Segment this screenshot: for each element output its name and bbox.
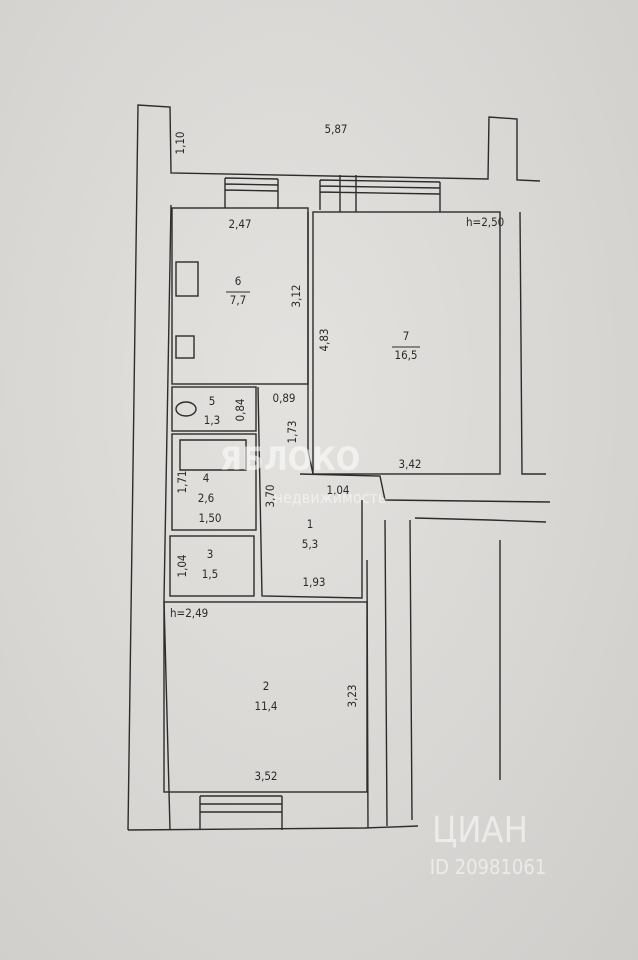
living-width: 3,42 [398, 457, 421, 471]
room-3-area: 1,5 [202, 567, 218, 581]
room-1-area: 5,3 [302, 537, 318, 551]
bath-length: 1,71 [175, 470, 189, 493]
corridor-length: 1,73 [285, 420, 299, 443]
balcony-depth: 1,10 [173, 131, 187, 154]
dimension-labels: 5,87 1,10 2,47 3,12 4,83 3,42 0,84 0,89 … [173, 122, 422, 783]
room-7-number: 7 [403, 329, 410, 343]
hall-length: 3,70 [263, 484, 277, 507]
ceiling-height-living: h=2,50 [466, 215, 504, 229]
balcony-width: 5,87 [324, 122, 347, 136]
room-6-number: 6 [235, 274, 242, 288]
kitchen-width: 2,47 [228, 217, 251, 231]
room-7-area: 16,5 [394, 348, 417, 362]
room-2-number: 2 [263, 679, 270, 693]
ceiling-height-bedroom: h=2,49 [170, 606, 208, 620]
agency-watermark-tagline: недвижимость [274, 488, 387, 507]
kitchen-length: 3,12 [289, 284, 303, 307]
bedroom-length: 3,23 [345, 684, 359, 707]
room-5-number: 5 [209, 394, 216, 408]
room-2-area: 11,4 [254, 699, 277, 713]
portal-watermark-name: ЦИАН [432, 810, 528, 851]
room-4-area: 2,6 [198, 491, 214, 505]
room-4-number: 4 [203, 471, 210, 485]
toilet-width: 0,84 [233, 398, 247, 421]
door-width: 1,04 [326, 483, 349, 497]
room-6-area: 7,7 [230, 293, 246, 307]
hall-width: 1,93 [302, 575, 325, 589]
portal-watermark-id: ID 20981061 [430, 855, 546, 879]
living-length: 4,83 [317, 328, 331, 351]
room-3-number: 3 [207, 547, 214, 561]
walls [127, 104, 551, 831]
agency-watermark-name: ЯБЛОКО [220, 440, 360, 478]
bath-width: 1,50 [198, 511, 221, 525]
corridor-width: 0,89 [272, 391, 295, 405]
room-1-number: 1 [307, 517, 314, 531]
room-5-area: 1,3 [204, 413, 220, 427]
room-labels: 6 7,7 7 16,5 5 1,3 4 2,6 1 5,3 3 1,5 2 1… [198, 274, 420, 713]
bedroom-width: 3,52 [254, 769, 277, 783]
pantry-length: 1,04 [175, 554, 189, 577]
